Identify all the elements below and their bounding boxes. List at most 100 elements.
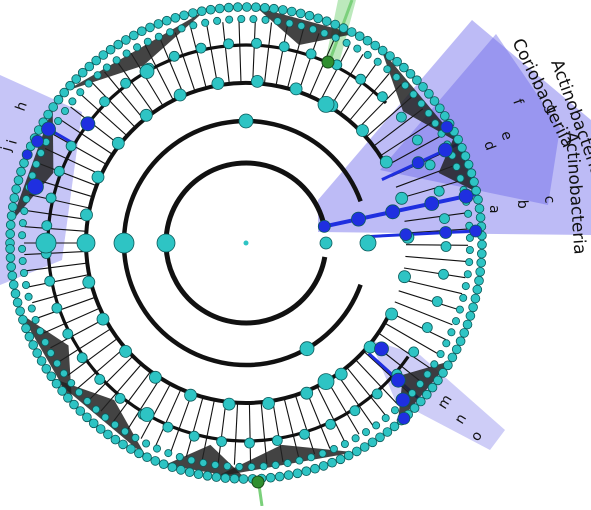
leaf-node <box>359 442 370 452</box>
leaf-node <box>153 19 164 29</box>
spoke-edge <box>24 226 87 232</box>
leaf-node <box>65 80 75 91</box>
inner-node <box>379 155 393 169</box>
spoke-edge <box>174 32 196 92</box>
spoke-edge <box>405 244 469 246</box>
mid-node <box>120 77 131 89</box>
leaf-node <box>418 82 428 92</box>
spoke-edge <box>403 267 466 279</box>
leaf-node <box>464 209 473 218</box>
inner-node <box>173 88 187 102</box>
spoke-edge <box>404 212 466 222</box>
spoke-edge <box>398 290 458 310</box>
leaf-node <box>390 406 399 415</box>
spoke-edge <box>389 312 447 341</box>
leaf-node <box>20 207 29 216</box>
inner-node <box>300 386 314 400</box>
letter-label-c: c <box>541 195 557 204</box>
leaf-node <box>463 159 474 170</box>
leaf-node <box>474 203 485 214</box>
highlight-node-lower-1 <box>390 372 406 388</box>
letter-label-b: b <box>514 200 530 210</box>
green-node-top <box>321 55 335 69</box>
leaf-node <box>463 270 472 279</box>
internal-node-0 <box>319 236 333 250</box>
leaf-node <box>83 397 92 406</box>
mid-node <box>408 346 420 358</box>
leaf-node <box>223 2 234 13</box>
spoke-edge <box>329 54 364 108</box>
leaf-node <box>451 344 462 355</box>
center-node <box>243 240 249 246</box>
highlight-node-right-1 <box>351 211 366 227</box>
leaf-node <box>197 6 207 16</box>
mid-node <box>94 373 106 385</box>
leaf-node <box>137 26 147 37</box>
mid-node <box>355 73 367 85</box>
leaf-node <box>48 102 58 112</box>
leaf-node <box>392 56 402 67</box>
leaf-node <box>111 420 120 429</box>
leaf-node <box>330 19 341 30</box>
leaf-node <box>351 434 360 443</box>
spoke-edge <box>36 296 96 319</box>
leaf-node <box>152 444 161 453</box>
mid-node <box>395 111 407 123</box>
leaf-node <box>12 297 23 308</box>
leaf-node <box>84 61 95 72</box>
leaf-node <box>320 29 329 38</box>
leaf-node <box>36 356 47 366</box>
mid-node <box>371 388 383 400</box>
leaf-node <box>164 449 173 458</box>
leaf-node <box>93 71 102 80</box>
inner-node <box>91 170 105 184</box>
mid-node <box>349 405 361 417</box>
leaf-node <box>447 352 458 363</box>
leaf-node <box>220 473 231 483</box>
leaf-node <box>385 51 395 61</box>
leaf-node <box>6 261 16 272</box>
leaf-node <box>399 62 409 73</box>
leaf-node <box>36 148 45 157</box>
leaf-node <box>283 470 294 480</box>
leaf-node <box>41 338 50 347</box>
leaf-node <box>105 44 116 55</box>
leaf-node <box>235 462 244 471</box>
leaf-node <box>213 16 222 25</box>
leaf-node <box>409 90 418 99</box>
leaf-node <box>167 462 178 473</box>
leaf-node <box>466 168 477 179</box>
leaf-node <box>77 67 88 78</box>
spoke-edge <box>238 21 242 84</box>
leaf-node <box>143 37 152 46</box>
letter-label-j: j <box>0 145 15 154</box>
leaf-node <box>469 177 479 187</box>
leaf-node <box>223 462 232 471</box>
spoke-edge <box>217 401 227 464</box>
leaf-node <box>10 288 21 299</box>
highlight-node-left-4 <box>27 178 44 196</box>
leaf-node <box>122 49 131 58</box>
leaf-node <box>471 185 481 196</box>
leaf-node <box>19 268 28 277</box>
leaf-node <box>18 256 27 265</box>
inner-node <box>139 108 153 122</box>
leaf-node <box>126 444 136 454</box>
inner-node <box>119 344 132 358</box>
spoke-edge <box>29 194 91 209</box>
leaf-node <box>59 87 69 98</box>
leaf-node <box>75 406 86 416</box>
leaf-node <box>465 258 474 267</box>
letter-label-a: a <box>486 205 502 214</box>
leaf-node <box>113 39 123 50</box>
highlight-node-left-2 <box>31 134 44 148</box>
leaf-node <box>24 292 33 301</box>
leaf-node <box>423 370 432 379</box>
leaf-node <box>170 12 181 23</box>
spoke-edge <box>377 332 430 369</box>
leaf-node <box>43 109 53 120</box>
mid-node <box>440 241 452 252</box>
leaf-node <box>7 202 18 212</box>
leaf-node <box>353 44 362 53</box>
leaf-node <box>429 96 440 106</box>
